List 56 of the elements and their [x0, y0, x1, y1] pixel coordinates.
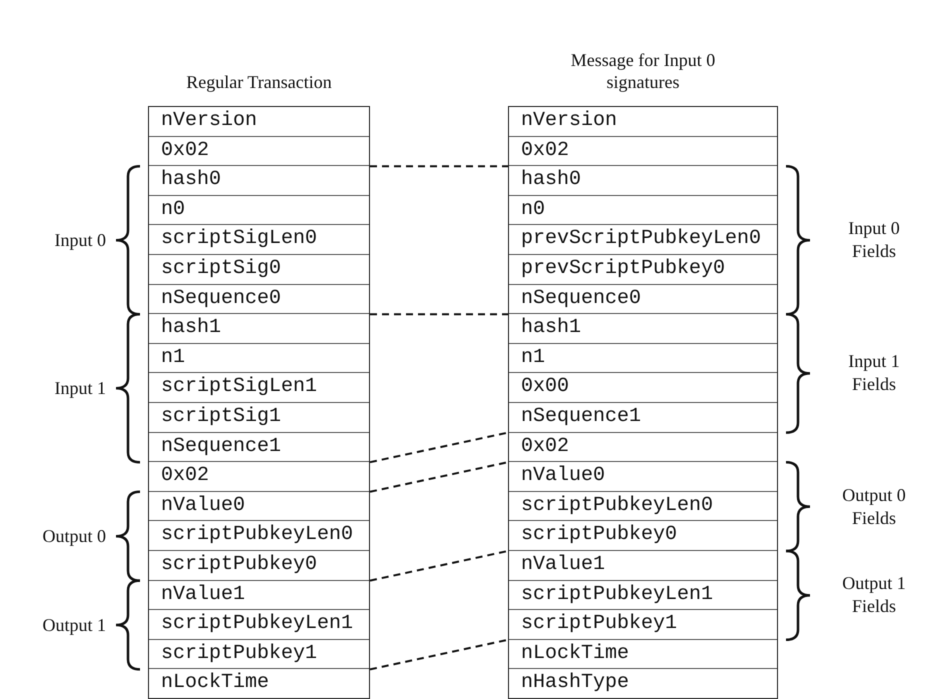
field-cell: hash0: [509, 166, 777, 196]
field-cell: scriptPubkey0: [149, 551, 369, 581]
field-cell: n1: [149, 344, 369, 374]
field-cell: n1: [509, 344, 777, 374]
field-cell: nVersion: [509, 107, 777, 137]
group-label: Output 1: [42, 614, 106, 636]
column-heading: Regular Transaction: [185, 71, 333, 93]
dashed-connector: [370, 550, 508, 582]
field-cell: scriptSigLen1: [149, 373, 369, 403]
group-label: Output 0 Fields: [841, 484, 907, 530]
field-cell: scriptPubkey1: [509, 610, 777, 640]
dashed-connector: [370, 638, 508, 670]
dashed-connector: [370, 313, 508, 316]
field-cell: scriptPubkey1: [149, 640, 369, 670]
field-cell: nVersion: [149, 107, 369, 137]
field-cell: hash1: [149, 314, 369, 344]
field-cell: n0: [509, 196, 777, 226]
field-cell: nHashType: [509, 669, 777, 699]
field-cell: nSequence0: [509, 284, 777, 314]
field-cell: 0x02: [149, 136, 369, 166]
field-cell: nSequence1: [149, 432, 369, 462]
field-cell: scriptPubkeyLen0: [509, 492, 777, 522]
field-cell: nValue0: [509, 462, 777, 492]
field-cell: nSequence0: [149, 284, 369, 314]
column-heading: Message for Input 0 signatures: [570, 49, 716, 93]
field-cell: scriptPubkeyLen1: [509, 580, 777, 610]
dashed-connector: [370, 165, 508, 168]
group-label: Input 0: [54, 228, 106, 252]
field-cell: 0x00: [509, 373, 777, 403]
field-cell: scriptPubkeyLen0: [149, 521, 369, 551]
dashed-connector: [370, 432, 508, 464]
field-cell: n0: [149, 196, 369, 226]
field-cell: nSequence1: [509, 403, 777, 433]
field-cell: 0x02: [149, 462, 369, 492]
group-label: Input 0 Fields: [847, 217, 901, 264]
field-cell: hash1: [509, 314, 777, 344]
field-cell: nValue1: [149, 580, 369, 610]
group-label: Output 0: [42, 524, 106, 548]
group-label: Output 1 Fields: [841, 572, 907, 618]
field-cell: 0x02: [509, 136, 777, 166]
field-cell: 0x02: [509, 432, 777, 462]
field-cell: scriptSig0: [149, 255, 369, 285]
field-cell: prevScriptPubkey0: [509, 255, 777, 285]
group-label: Input 1: [54, 376, 106, 400]
field-cell: scriptSigLen0: [149, 225, 369, 255]
field-cell: nLockTime: [509, 640, 777, 670]
field-cell: nValue1: [509, 551, 777, 581]
field-cell: hash0: [149, 166, 369, 196]
group-label: Input 1 Fields: [847, 350, 901, 396]
field-cell: nValue0: [149, 492, 369, 522]
field-cell: nLockTime: [149, 669, 369, 699]
dashed-connector: [370, 461, 508, 493]
field-cell: scriptPubkeyLen1: [149, 610, 369, 640]
field-cell: scriptSig1: [149, 403, 369, 433]
field-cell: scriptPubkey0: [509, 521, 777, 551]
field-cell: prevScriptPubkeyLen0: [509, 225, 777, 255]
